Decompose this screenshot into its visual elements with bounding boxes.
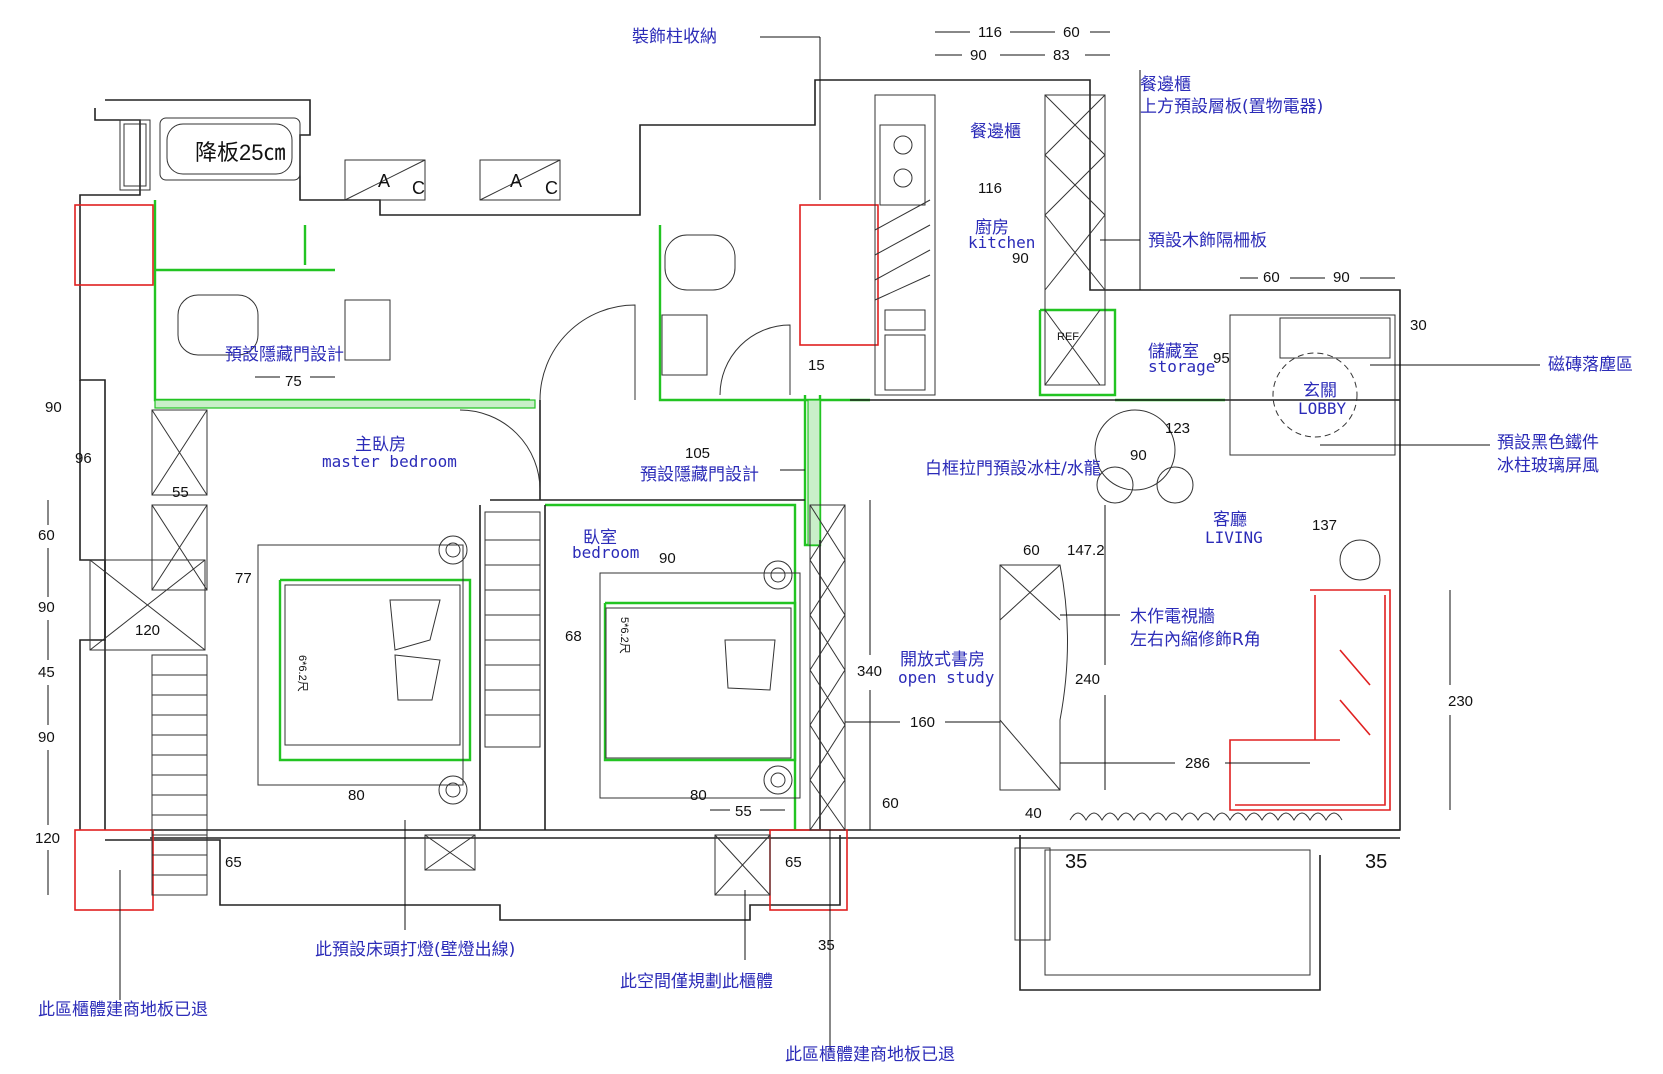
label-living-en: LIVING: [1205, 528, 1263, 547]
label-bed-size-2: 5*6.2尺: [618, 617, 630, 654]
dim-m65b: 65: [785, 854, 802, 871]
dim-d90b: 90: [1130, 447, 1147, 464]
label-deco-column-storage: 裝飾柱收納: [632, 27, 717, 47]
leader-lines: [119, 36, 1540, 1050]
dim-m65: 65: [225, 854, 242, 871]
dim-m40: 40: [1025, 805, 1042, 822]
label-lobby-en: LOBBY: [1298, 399, 1347, 418]
living-furniture: [999, 314, 1396, 822]
interior-partitions: [153, 200, 1400, 830]
label-black-iron-2: 冰柱玻璃屏風: [1497, 456, 1599, 476]
label-ac-a2: A: [510, 171, 522, 191]
dim-k116: 116: [978, 180, 1002, 197]
dim-t1472: 147.2: [1067, 542, 1105, 559]
dim-r230: 230: [1448, 693, 1473, 710]
dimension-labels: 116 60 90 83 116 90 60 90 30 95 75 15 10…: [35, 24, 1473, 954]
dim-s95: 95: [1213, 350, 1230, 367]
dim-m80: 80: [348, 787, 365, 804]
dim-t240: 240: [1075, 671, 1100, 688]
dim-l45: 45: [38, 664, 55, 681]
middle-cabinets: [424, 504, 846, 896]
label-sideboard-note: 上方預設層板(置物電器): [1140, 97, 1323, 117]
label-tile-dust: 磁磚落塵區: [1548, 355, 1633, 375]
label-storage-zh: 儲藏室: [1148, 342, 1199, 362]
dim-top-90: 90: [970, 47, 987, 64]
dim-d75: 75: [285, 373, 302, 390]
dim-l96: 96: [75, 450, 92, 467]
dimension-lines: [47, 31, 1451, 895]
dim-b90: 90: [659, 550, 676, 567]
label-kitchen-zh: 廚房: [975, 217, 1009, 238]
dim-m35: 35: [1065, 851, 1087, 873]
dim-k90: 90: [1012, 250, 1029, 267]
label-master-zh: 主臥房: [355, 435, 406, 455]
beds: [257, 535, 801, 805]
label-lowered-slab: 降板25㎝: [195, 140, 285, 165]
label-black-iron-1: 預設黑色鐵件: [1497, 433, 1599, 453]
label-storage-en: storage: [1148, 357, 1215, 376]
dim-m55: 55: [735, 803, 752, 820]
left-cabinets: [89, 119, 208, 896]
label-hidden-door-1: 預設隱藏門設計: [225, 345, 344, 365]
label-fridge-note: 白框拉門預設冰柱/水龍: [925, 459, 1101, 479]
label-hidden-door-2: 預設隱藏門設計: [640, 465, 759, 485]
bathrooms: [159, 117, 791, 491]
dim-d15: 15: [808, 357, 825, 374]
dim-top-60: 60: [1063, 24, 1080, 41]
dim-top-83: 83: [1053, 47, 1070, 64]
dim-l60: 60: [38, 527, 55, 544]
dim-top-116: 116: [978, 24, 1002, 41]
label-master-en: master bedroom: [322, 452, 457, 471]
dim-m35b: 35: [1365, 851, 1387, 873]
label-bedroom-zh: 臥室: [583, 528, 617, 548]
label-tv-wall-1: 木作電視牆: [1130, 607, 1215, 627]
dim-s30: 30: [1410, 317, 1427, 334]
label-ref: REF: [1057, 331, 1079, 343]
label-sideboard-top: 餐邊櫃: [1140, 75, 1191, 95]
dim-b68: 68: [565, 628, 582, 645]
dim-m80b: 80: [690, 787, 707, 804]
dim-l90b: 90: [38, 599, 55, 616]
outer-walls: [79, 79, 1401, 991]
dim-s90: 90: [1333, 269, 1350, 286]
label-ac-a1: A: [378, 171, 390, 191]
label-lobby-zh: 玄關: [1303, 381, 1337, 401]
label-wood-grille: 預設木飾隔柵板: [1148, 231, 1267, 251]
label-ac-c1: C: [412, 178, 425, 198]
label-floor-note-bottom: 此區櫃體建商地板已退: [785, 1045, 955, 1065]
label-floor-note-left: 此區櫃體建商地板已退: [38, 1000, 208, 1020]
red-zones: [74, 204, 1391, 911]
label-living-zh: 客廳: [1213, 510, 1247, 530]
dim-t286: 286: [1185, 755, 1210, 772]
label-bed-size-1: 6*6.2尺: [296, 655, 308, 692]
dim-m60: 60: [882, 795, 899, 812]
label-cabinet-only: 此空間僅規劃此櫃體: [620, 972, 773, 992]
label-sideboard: 餐邊櫃: [970, 122, 1021, 142]
dim-l120: 120: [135, 622, 160, 639]
label-study-en: open study: [898, 668, 995, 687]
label-tv-wall-2: 左右內縮修飾R角: [1130, 630, 1261, 650]
dim-t160: 160: [910, 714, 935, 731]
label-bedroom-en: bedroom: [572, 543, 639, 562]
dim-m35c: 35: [818, 937, 835, 954]
dim-l90: 90: [45, 399, 62, 416]
label-ac-c2: C: [545, 178, 558, 198]
room-labels: 裝飾柱收納 餐邊櫃 上方預設層板(置物電器) 餐邊櫃 廚房 kitchen 預設…: [38, 27, 1633, 1065]
dim-d137: 137: [1312, 517, 1337, 534]
label-study-zh: 開放式書房: [900, 650, 985, 670]
dim-s60: 60: [1263, 269, 1280, 286]
dim-l120b: 120: [35, 830, 60, 847]
dim-l90c: 90: [38, 729, 55, 746]
dim-l77: 77: [235, 570, 252, 587]
dim-d123: 123: [1165, 420, 1190, 437]
dim-l55: 55: [172, 484, 189, 501]
dim-b340: 340: [857, 663, 882, 680]
dim-t60: 60: [1023, 542, 1040, 559]
label-bedside-light: 此預設床頭打燈(壁燈出線): [315, 940, 515, 960]
label-kitchen-en: kitchen: [968, 233, 1035, 252]
dim-d105: 105: [685, 445, 710, 462]
